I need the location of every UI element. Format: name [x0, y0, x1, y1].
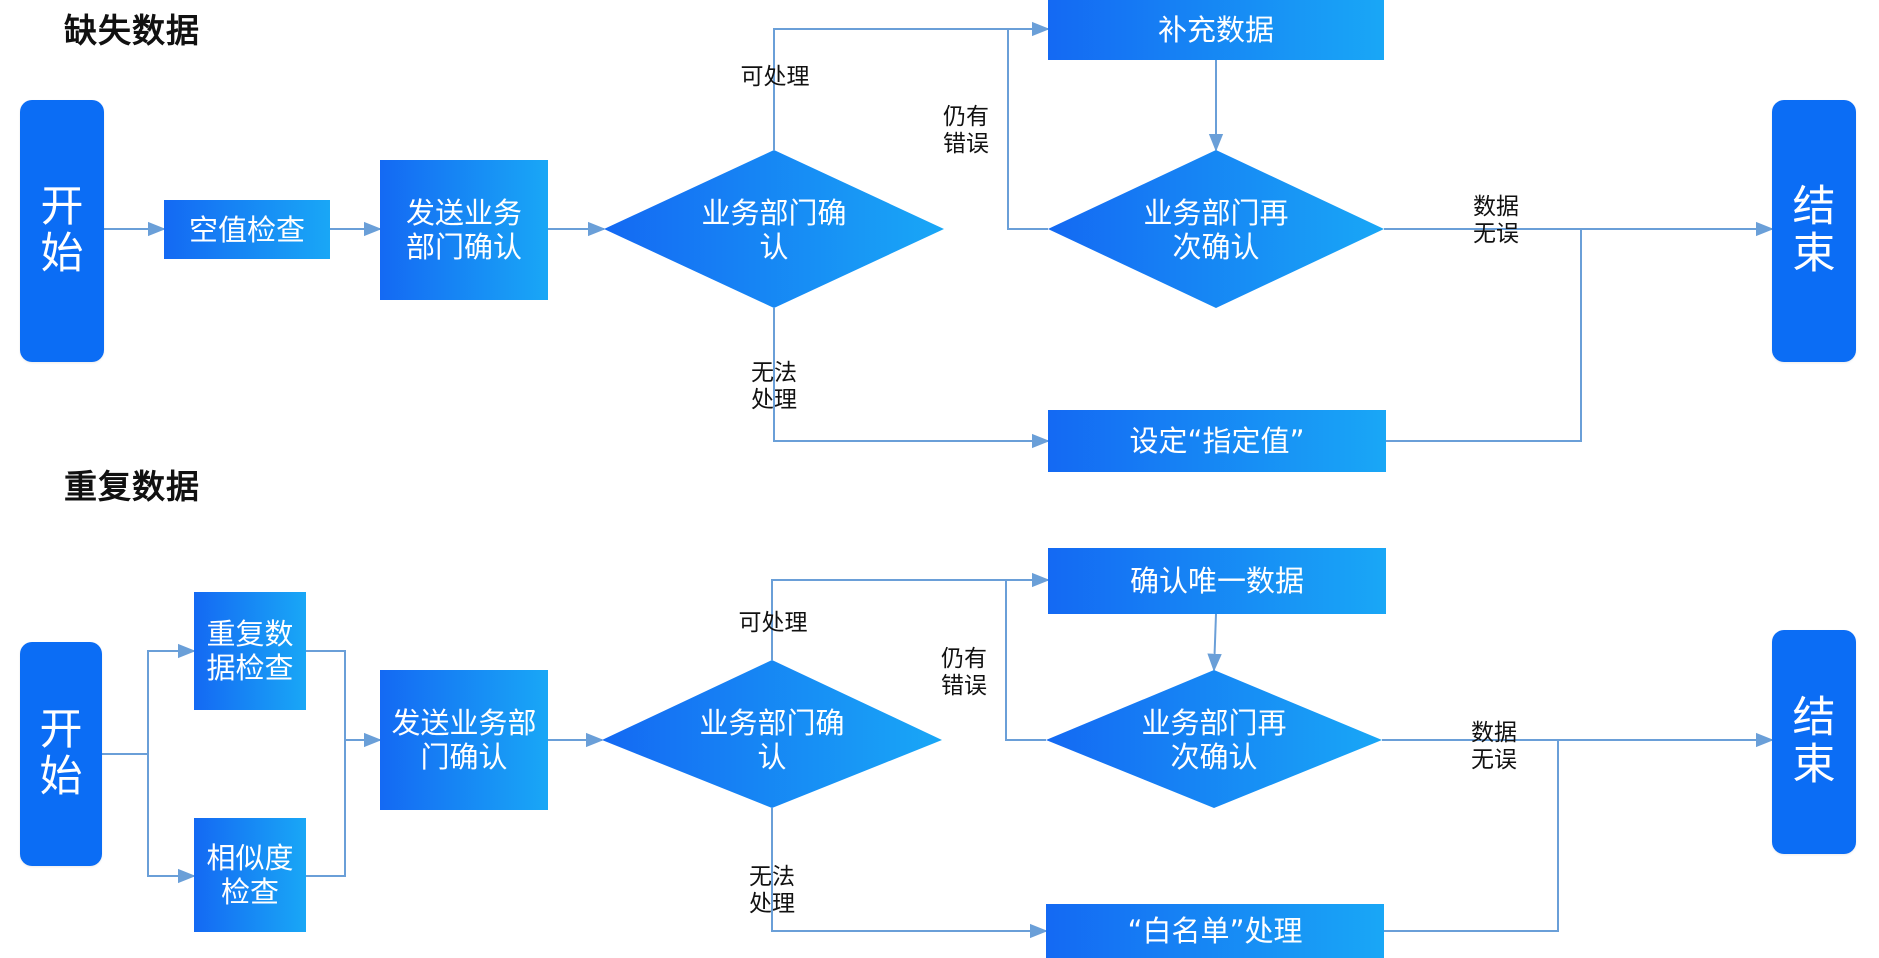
send-dept-label-2: 发送业务部门确认 [391, 706, 537, 774]
dup-check-box: 重复数据检查 [194, 592, 306, 710]
edge-unique-to-reconfirm [1207, 613, 1222, 672]
similarity-check-box: 相似度检查 [194, 818, 306, 932]
whitelist-box: “白名单”处理 [1046, 904, 1384, 958]
section-title-duplicate: 重复数据 [64, 467, 200, 506]
send-dept-label: 发送业务部门确认 [405, 196, 522, 264]
edge-confirm-to-supplement [773, 21, 1050, 150]
null-check-box: 空值检查 [164, 200, 330, 259]
end-label-2: 结束 [1792, 693, 1836, 790]
start-label: 开始 [40, 182, 84, 279]
null-check-label: 空值检查 [188, 212, 305, 247]
similarity-check-label: 相似度检查 [206, 841, 294, 909]
set-value-label: 设定“指定值” [1129, 424, 1305, 458]
dept-confirm-label: 业务部门确认 [701, 196, 847, 264]
edge-dup-check-to-merge [306, 650, 346, 740]
dept-reconfirm-label: 业务部门再次确认 [1143, 196, 1289, 264]
supplement-box: 补充数据 [1048, 0, 1384, 60]
edge-branch-to-dup-check [147, 643, 196, 754]
confirm-unique-label: 确认唯一数据 [1129, 564, 1304, 598]
edge-label-cannot-handle-2: 无法处理 [749, 864, 795, 917]
end-node-2: 结束 [1772, 630, 1856, 854]
section-title-missing: 缺失数据 [64, 11, 200, 50]
supplement-label: 补充数据 [1157, 13, 1274, 47]
dept-reconfirm-label-2: 业务部门再次确认 [1141, 706, 1287, 774]
edge-confirm-to-whitelist [771, 808, 1048, 939]
start-node: 开始 [20, 100, 104, 362]
send-dept-box: 发送业务部门确认 [380, 160, 548, 300]
edge-confirm-to-set-value [773, 308, 1050, 449]
edge-label-can-handle: 可处理 [740, 64, 810, 90]
edge-reconfirm-to-unique [1005, 580, 1046, 741]
whitelist-label: “白名单”处理 [1127, 914, 1303, 948]
confirm-unique-box: 确认唯一数据 [1048, 548, 1386, 614]
edge-label-no-error: 数据无误 [1473, 194, 1519, 247]
decision-dept-reconfirm-diamond [1048, 150, 1384, 308]
edge-label-still-error-2: 仍有错误 [941, 646, 987, 699]
edge-branch-to-similarity [147, 754, 196, 884]
edge-label-can-handle-2: 可处理 [738, 610, 808, 636]
start-label-2: 开始 [39, 705, 83, 802]
edge-similarity-to-merge [306, 740, 346, 877]
edge-set-value-to-end [1386, 229, 1582, 442]
edge-reconfirm-to-supplement [1007, 29, 1048, 230]
end-label: 结束 [1792, 182, 1836, 279]
end-node: 结束 [1772, 100, 1856, 362]
start-node-2: 开始 [20, 642, 102, 866]
edge-label-cannot-handle: 无法处理 [751, 360, 797, 413]
send-dept-box-2: 发送业务部门确认 [380, 670, 548, 810]
set-value-box: 设定“指定值” [1048, 410, 1386, 472]
decision-dept-confirm-diamond [604, 150, 944, 308]
edge-confirm-to-unique [771, 572, 1050, 660]
dept-confirm-label-2: 业务部门确认 [699, 706, 845, 774]
edge-whitelist-to-end [1384, 740, 1559, 932]
edge-label-no-error-2: 数据无误 [1471, 720, 1517, 773]
edge-label-still-error: 仍有错误 [943, 104, 989, 157]
decision-dept-confirm-diamond-2 [602, 660, 942, 808]
decision-dept-reconfirm-diamond-2 [1046, 670, 1382, 808]
dup-check-label: 重复数据检查 [206, 617, 294, 685]
